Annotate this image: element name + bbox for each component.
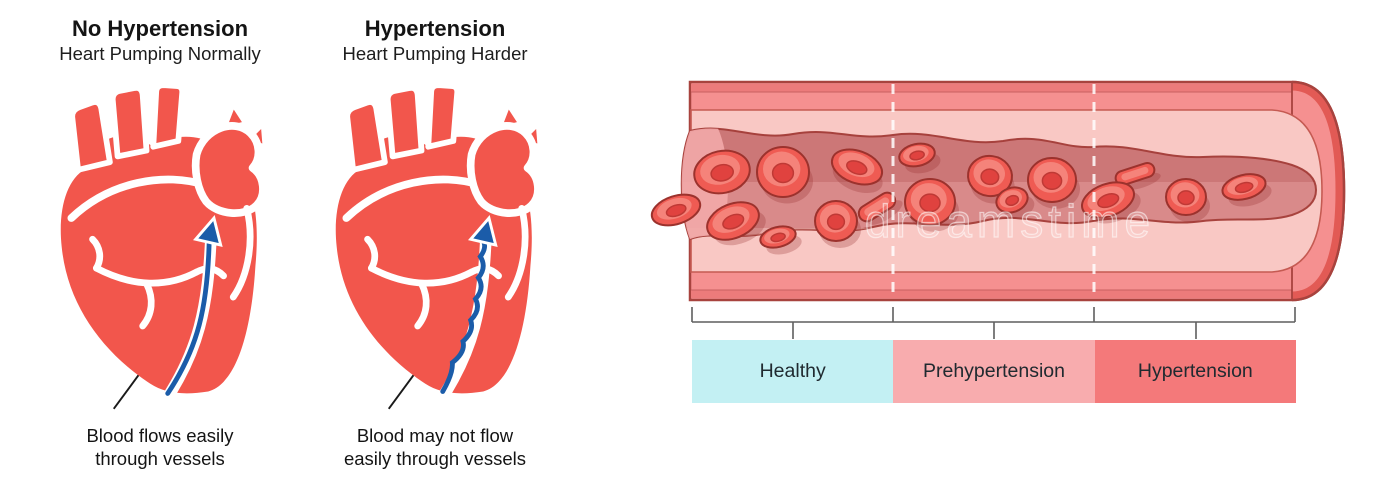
red-blood-cell xyxy=(830,148,884,194)
red-blood-cell xyxy=(995,186,1035,219)
figure-title: Hypertension xyxy=(364,16,506,41)
red-blood-cell xyxy=(693,149,751,195)
figure-hypertension: Hypertension Heart Pumping Harder xyxy=(305,16,565,469)
vessel-separation-line xyxy=(67,175,211,223)
caption-line: through vessels xyxy=(95,448,225,470)
figure-subtitle: Heart Pumping Harder xyxy=(342,42,528,64)
red-blood-cell xyxy=(1221,173,1272,207)
blood-vessel-illustration: dreamstime xyxy=(650,80,1346,339)
red-blood-cell xyxy=(756,146,813,204)
red-blood-cell xyxy=(898,142,941,174)
figure-subtitle: Heart Pumping Normally xyxy=(59,42,261,64)
red-blood-cell xyxy=(1027,157,1080,209)
flow-channel xyxy=(433,227,492,409)
vessel-wall-top-strip xyxy=(691,84,1292,92)
vessel-separation-line xyxy=(342,175,486,223)
red-blood-cell xyxy=(1114,161,1161,190)
heart-hypertension-illustration xyxy=(335,82,541,410)
red-blood-cell xyxy=(706,201,766,246)
red-blood-cells-layer xyxy=(650,142,1272,255)
right-atrium xyxy=(466,122,541,217)
coronary-vessels xyxy=(89,205,254,330)
red-blood-cell xyxy=(650,193,702,227)
figure-no-hypertension: No Hypertension Heart Pumping Normally xyxy=(30,16,290,469)
figure-title: No Hypertension xyxy=(71,16,249,41)
flow-arrowhead xyxy=(467,215,498,248)
figure-caption: Blood flows easily through vessels xyxy=(30,424,290,471)
right-atrium xyxy=(191,122,266,217)
vessel-stub xyxy=(384,85,425,160)
vessel-stub xyxy=(150,82,186,150)
vessel-wall-bottom-strip xyxy=(691,290,1292,298)
stage-bracket xyxy=(691,307,1296,339)
stage-segment-prehypertension: Prehypertension xyxy=(893,340,1095,403)
caption-line: easily through vessels xyxy=(343,448,526,470)
caption-line: Blood may not flow xyxy=(356,425,514,446)
stage-label: Hypertension xyxy=(1137,360,1253,382)
vessel-stub xyxy=(69,99,113,173)
stage-label: Prehypertension xyxy=(922,360,1065,382)
watermark-text: dreamstime xyxy=(865,195,1155,247)
stage-label: Healthy xyxy=(759,360,826,382)
vessel-stub xyxy=(109,85,150,160)
red-blood-cell xyxy=(1165,178,1210,223)
flow-arrowhead xyxy=(192,215,223,248)
red-blood-cell xyxy=(1081,181,1141,224)
flow-arrow-straight-icon xyxy=(165,240,212,396)
stage-bar: Healthy Prehypertension Hypertension xyxy=(692,340,1296,403)
red-blood-cell xyxy=(759,225,802,255)
heart-normal-illustration xyxy=(60,82,266,410)
red-blood-cell xyxy=(814,200,861,248)
vessel-end-cap xyxy=(1291,81,1345,301)
vessel-stub xyxy=(425,82,461,150)
stage-segment-healthy: Healthy xyxy=(692,340,894,403)
caption-line: Blood flows easily xyxy=(86,425,234,446)
red-blood-cell xyxy=(967,154,1015,204)
figure-caption: Blood may not flow easily through vessel… xyxy=(305,424,565,471)
stage-segment-hypertension: Hypertension xyxy=(1094,340,1296,403)
vessel-stub xyxy=(344,99,388,173)
flow-arrow-wavy-icon xyxy=(440,240,488,395)
red-blood-cell xyxy=(904,178,959,232)
